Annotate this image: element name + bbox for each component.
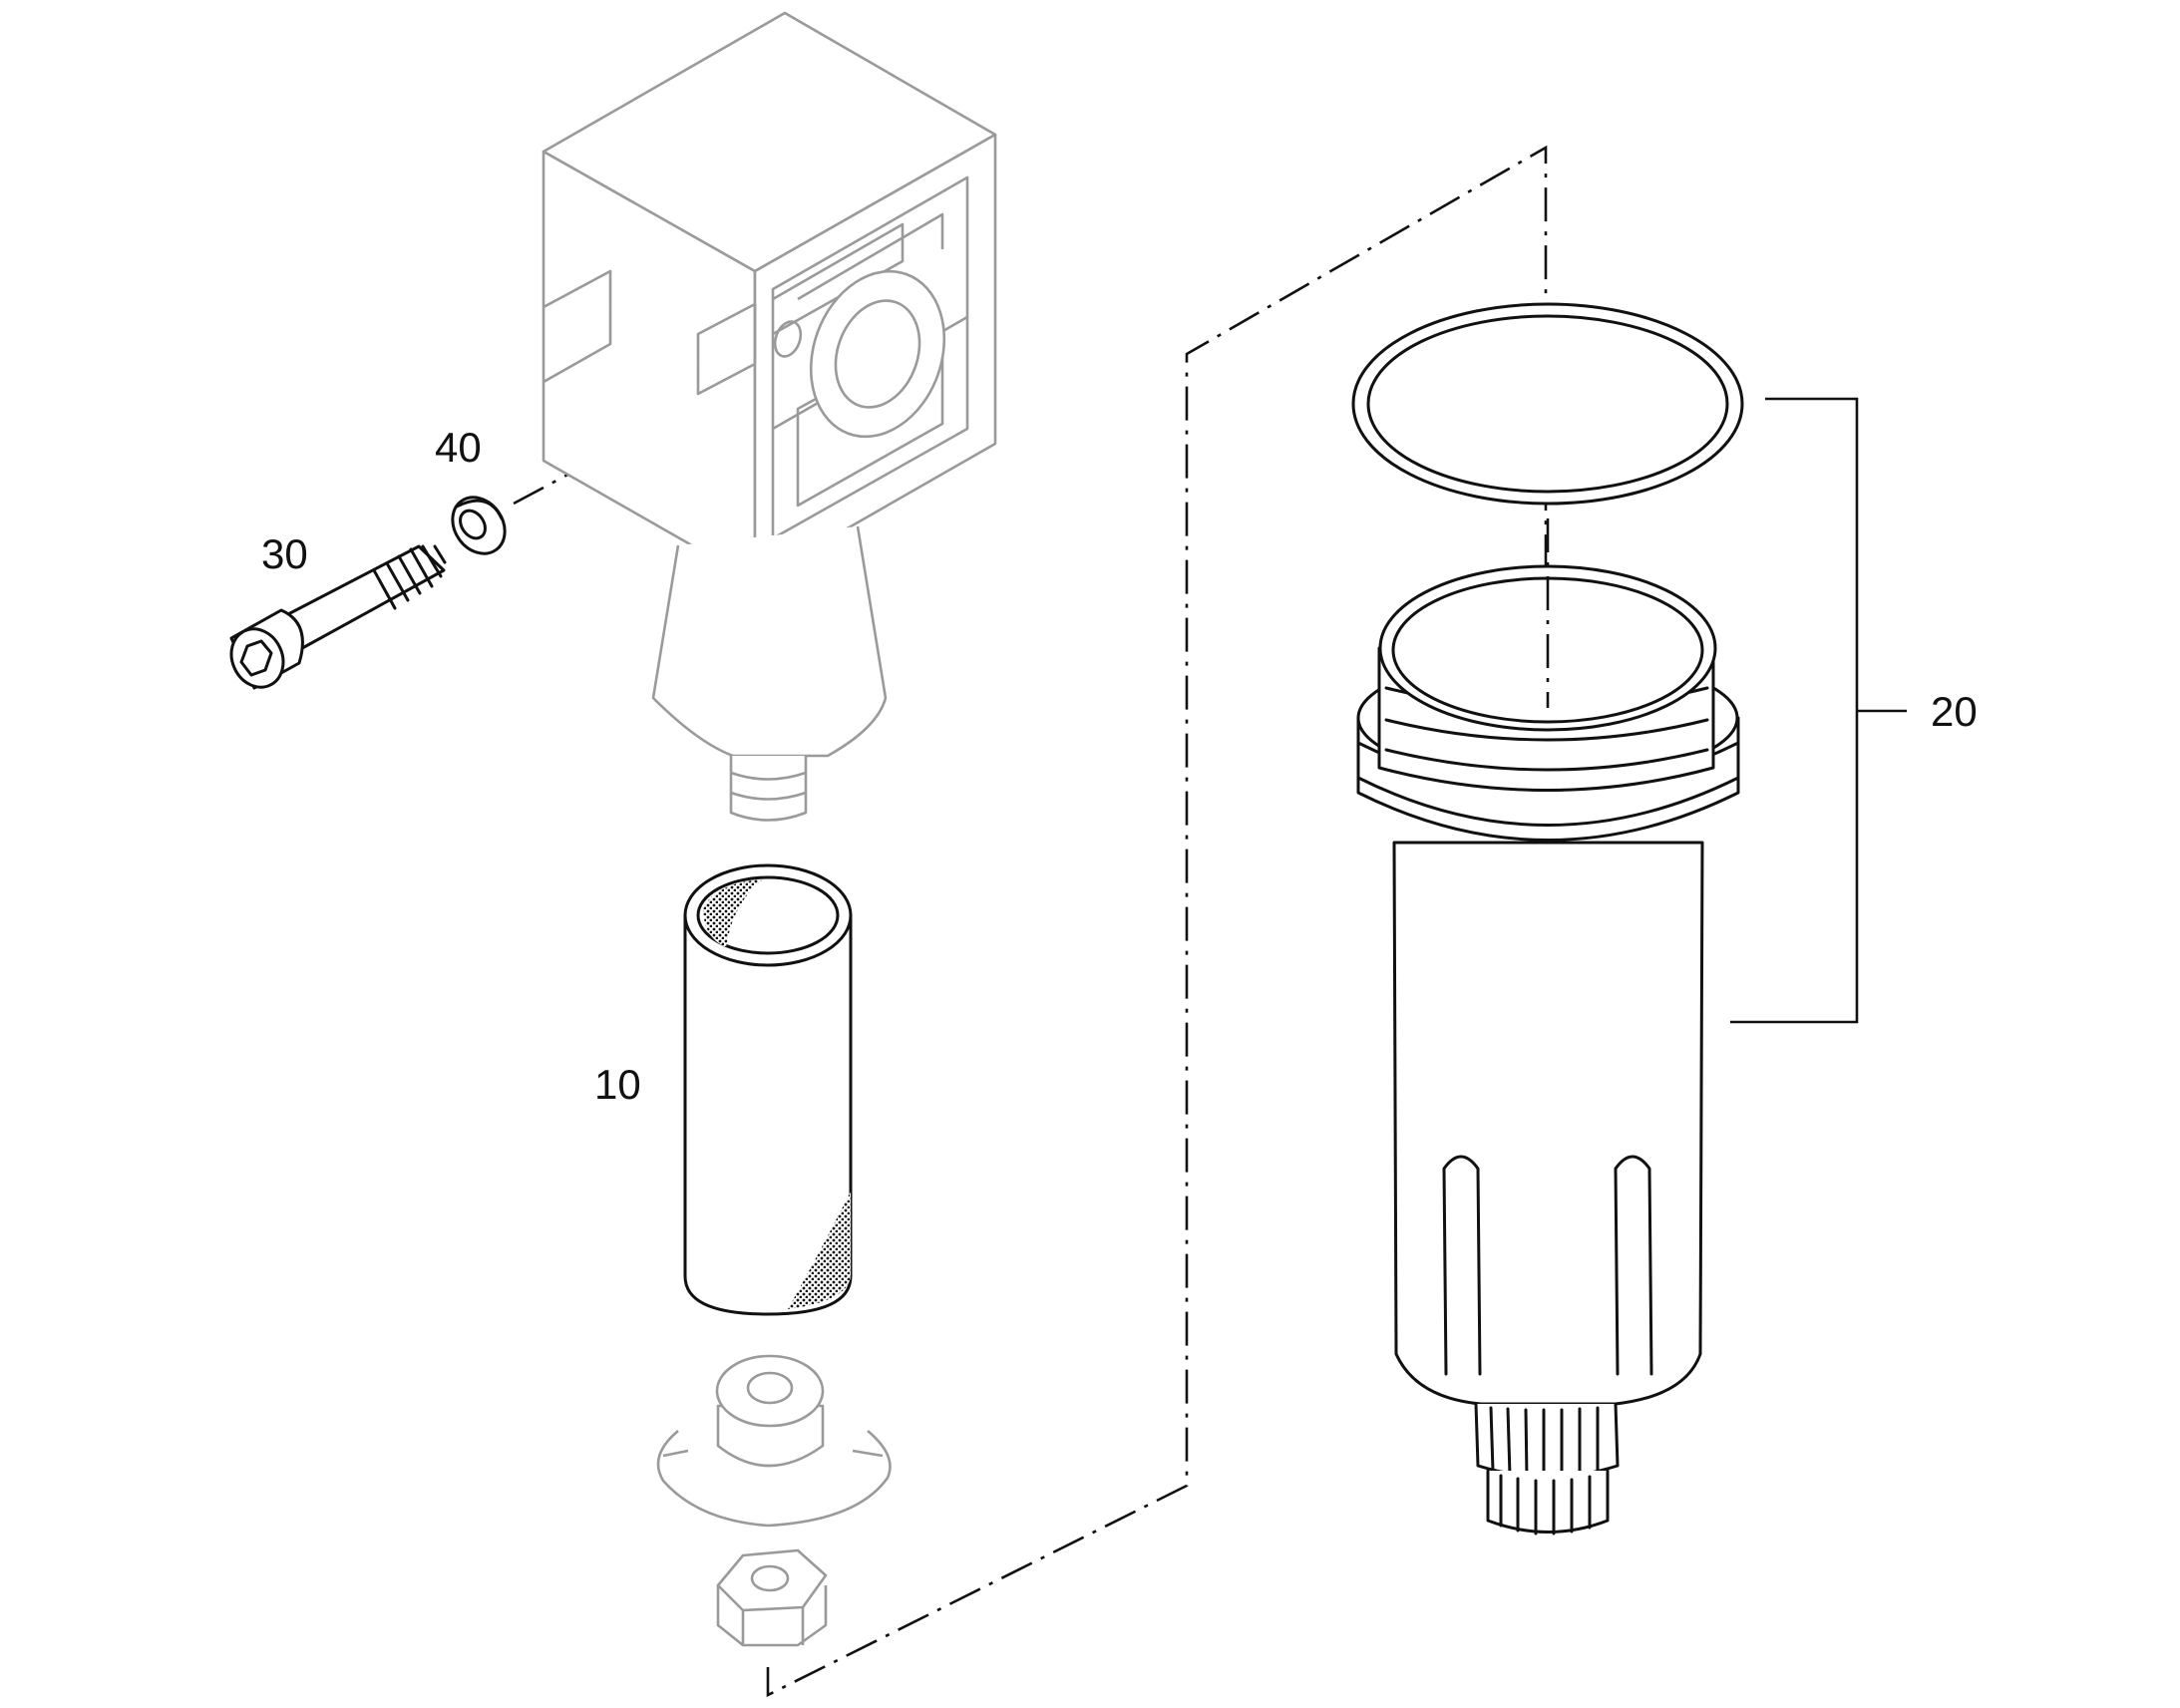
cap-screw-part-30	[229, 544, 447, 690]
callout-label-40: 40	[435, 424, 482, 471]
callout-label-30: 30	[261, 530, 308, 577]
callout-bracket-20	[1730, 397, 1907, 1024]
filter-head-block	[542, 11, 997, 822]
callout-label-10: 10	[594, 1061, 641, 1108]
drain-nut	[716, 1548, 828, 1647]
callout-label-20: 20	[1931, 688, 1978, 735]
o-ring-part-20	[1351, 302, 1744, 506]
filter-cartridge-part-10	[683, 863, 853, 1316]
filter-bowl-part-20	[1356, 564, 1740, 1536]
baffle-deflector	[656, 1354, 892, 1528]
washer-part-40	[451, 496, 507, 555]
